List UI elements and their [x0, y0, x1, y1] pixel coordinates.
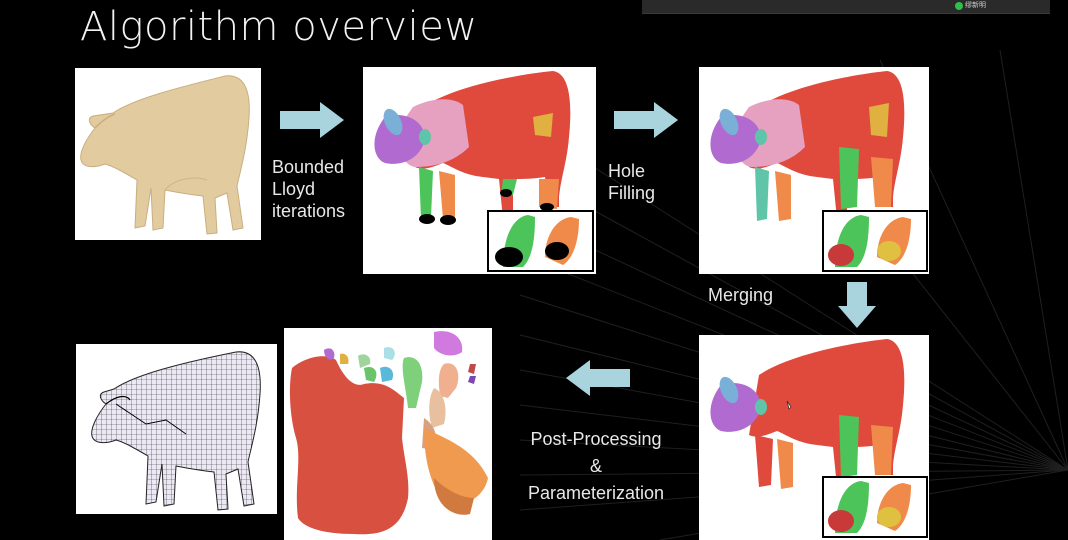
cow-segmented-image	[374, 71, 594, 272]
arrow-right-2	[614, 102, 678, 138]
arrow-down	[838, 282, 876, 328]
step-label-post: Post-Processing & Parameterization	[527, 429, 665, 503]
arrow-right-1	[280, 102, 344, 138]
step-label-lloyd: Bounded Lloyd iterations	[272, 157, 346, 221]
slide-title: Algorithm overview	[80, 4, 478, 50]
cow-plain-image	[80, 75, 250, 235]
step-label-merge: Merging	[708, 285, 774, 305]
arrow-left	[566, 360, 630, 396]
cow-merged-panel	[699, 335, 929, 540]
cow-lloyd-panel	[363, 67, 596, 274]
step-label-hole: Hole Filling	[608, 161, 656, 203]
cow-wireframe-image	[91, 351, 261, 511]
uv-chart-atlas-image	[289, 331, 488, 535]
uv-atlas-panel	[284, 328, 492, 540]
cow-merged-image	[710, 339, 928, 538]
cow-hole-filled-panel	[699, 67, 929, 274]
meeting-participant-bar: 缪新明	[642, 0, 1050, 14]
cow-quad-mesh-panel	[76, 344, 277, 514]
cow-input-panel	[75, 68, 261, 240]
microphone-icon	[955, 2, 963, 10]
cow-filled-image	[710, 71, 928, 272]
participant-name: 缪新明	[965, 1, 986, 9]
